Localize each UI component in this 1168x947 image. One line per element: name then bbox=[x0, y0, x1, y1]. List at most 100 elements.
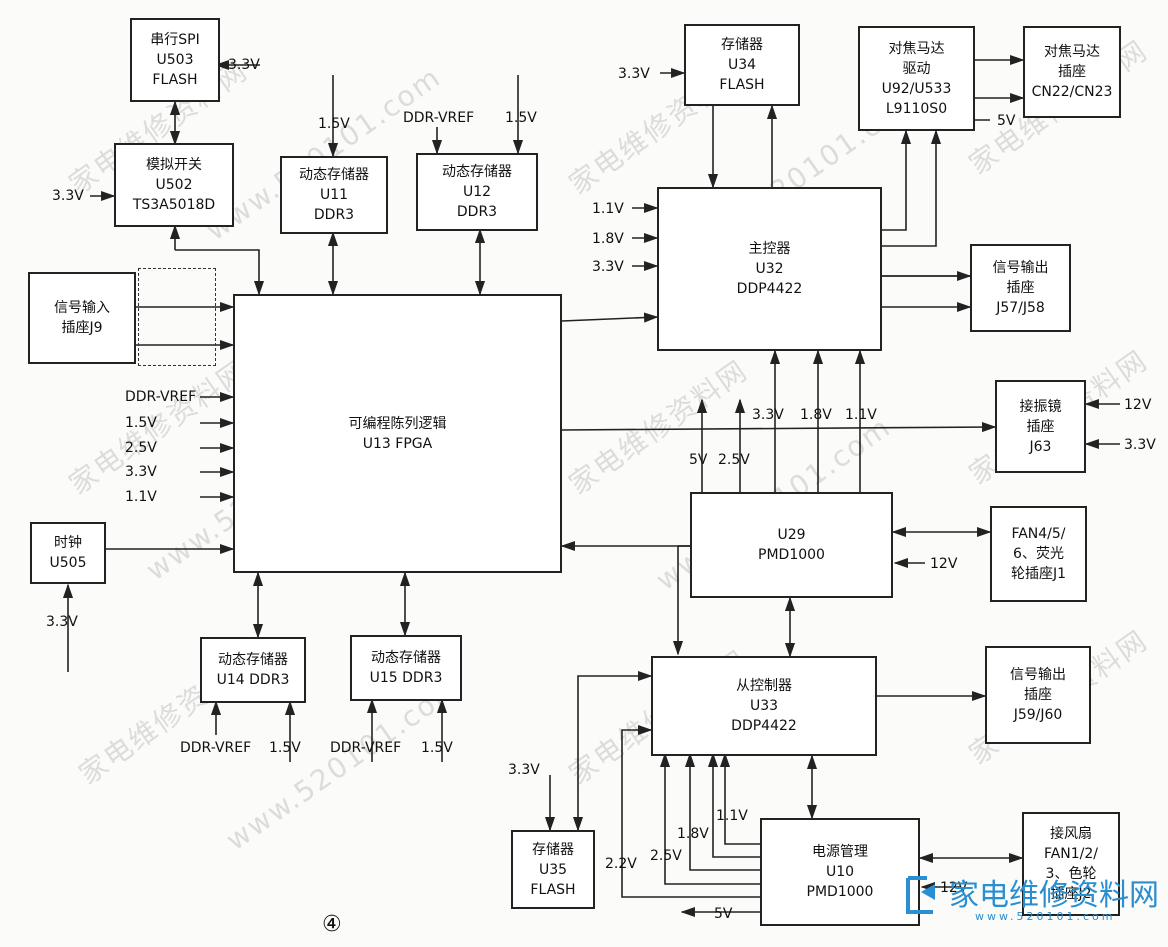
block-line: 存储器 bbox=[532, 841, 574, 858]
block-line: 信号输入 bbox=[54, 300, 110, 316]
voltage-label: DDR-VREF bbox=[180, 740, 252, 756]
voltage-label: 5V bbox=[689, 452, 708, 468]
block-line: CN22/CN23 bbox=[1031, 84, 1113, 100]
block-line: 存储器 bbox=[721, 37, 763, 53]
voltage-label: 3.3V bbox=[752, 407, 784, 423]
block-line: U34 bbox=[727, 57, 757, 73]
block-line: 对焦马达 bbox=[888, 40, 945, 57]
voltage-label: 1.8V bbox=[800, 407, 832, 423]
block-line: 3、色轮 bbox=[1045, 866, 1097, 882]
block-line: U12 bbox=[462, 184, 492, 200]
voltage-label: 1.1V bbox=[592, 201, 624, 217]
block-line: 对焦马达 bbox=[1044, 44, 1100, 60]
block-line: DDR3 bbox=[313, 207, 355, 223]
block-u505-clock: 时钟 U505 bbox=[30, 522, 106, 584]
block-line: 轮插座J1 bbox=[1010, 566, 1067, 582]
j9-dashed-frame bbox=[138, 268, 216, 366]
figure-number: ④ bbox=[322, 912, 342, 937]
voltage-label: 2.2V bbox=[605, 856, 637, 872]
block-line: L9110S0 bbox=[885, 100, 948, 117]
block-line: U32 bbox=[755, 261, 784, 277]
block-line: FAN1/2/ bbox=[1043, 846, 1099, 862]
block-line: U505 bbox=[49, 555, 87, 571]
block-u502-analog-switch: 模拟开关 U502 TS3A5018D bbox=[114, 143, 234, 227]
voltage-label: 1.1V bbox=[125, 489, 157, 505]
voltage-label: 3.3V bbox=[1124, 437, 1156, 453]
block-line: DDR3 bbox=[456, 204, 498, 220]
site-logo: 家电维修资料网 www.520101.com bbox=[905, 866, 1159, 926]
block-line: U35 bbox=[538, 861, 568, 878]
block-j57-signal-output: 信号输出 插座 J57/J58 bbox=[970, 244, 1071, 332]
block-line: DDP4422 bbox=[731, 718, 797, 734]
block-line: 电源管理 bbox=[812, 844, 868, 860]
voltage-label: 2.5V bbox=[125, 440, 157, 456]
voltage-label: 1.5V bbox=[269, 740, 301, 756]
block-u14-ddr3: 动态存储器 U14 DDR3 bbox=[200, 637, 306, 703]
block-line: 接振镜 bbox=[1019, 398, 1062, 415]
voltage-label: 3.3V bbox=[46, 614, 78, 630]
voltage-label: 2.5V bbox=[650, 848, 682, 864]
block-u13-fpga: 可编程陈列逻辑 U13 FPGA bbox=[233, 294, 562, 573]
block-line: 信号输出 bbox=[1010, 667, 1066, 683]
voltage-label: 3.3V bbox=[592, 259, 624, 275]
voltage-label: 3.3V bbox=[52, 188, 84, 204]
block-line: U13 FPGA bbox=[362, 435, 433, 452]
voltage-label: 3.3V bbox=[228, 57, 260, 73]
block-line: FAN4/5/ bbox=[1011, 526, 1066, 542]
voltage-label: 1.5V bbox=[125, 415, 157, 431]
block-j9-signal-input: 信号输入 插座J9 bbox=[28, 272, 136, 364]
voltage-label: 12V bbox=[940, 880, 968, 896]
block-line: 模拟开关 bbox=[146, 157, 202, 173]
block-line: 信号输出 bbox=[992, 260, 1049, 276]
block-line: J57/J58 bbox=[996, 300, 1045, 316]
voltage-label: 1.1V bbox=[845, 407, 877, 423]
block-line: U33 bbox=[749, 698, 779, 714]
block-j63-galvo-socket: 接振镜 插座 J63 bbox=[995, 380, 1086, 473]
voltage-label: DDR-VREF bbox=[403, 110, 475, 126]
block-line: 插座 bbox=[1026, 418, 1055, 435]
block-j59-signal-output: 信号输出 插座 J59/J60 bbox=[985, 646, 1091, 744]
voltage-label: 2.5V bbox=[718, 452, 750, 468]
block-line: 插座 bbox=[1058, 64, 1086, 80]
voltage-label: 3.3V bbox=[125, 464, 157, 480]
block-line: 6、荧光 bbox=[1013, 546, 1064, 562]
voltage-label: 3.3V bbox=[508, 762, 540, 778]
block-line: 插座 bbox=[1006, 280, 1035, 296]
block-j2-fan-socket: 接风扇 FAN1/2/ 3、色轮 插座J2 bbox=[1022, 812, 1120, 916]
block-line: 插座 bbox=[1024, 687, 1052, 703]
block-line: PMD1000 bbox=[806, 884, 874, 900]
logo-text: 家电维修资料网 bbox=[949, 878, 1159, 913]
voltage-label: 1.8V bbox=[592, 231, 624, 247]
block-line: 时钟 bbox=[54, 535, 82, 551]
block-line: U15 DDR3 bbox=[369, 670, 443, 686]
block-line: 动态存储器 bbox=[371, 650, 441, 666]
block-u12-ddr3: 动态存储器 U12 DDR3 bbox=[416, 153, 538, 231]
voltage-label: 12V bbox=[930, 556, 958, 572]
block-u35-flash: 存储器 U35 FLASH bbox=[511, 830, 595, 909]
block-j1-fan-socket: FAN4/5/ 6、荧光 轮插座J1 bbox=[990, 506, 1087, 602]
block-u92-motor-driver: 对焦马达 驱动 U92/U533 L9110S0 bbox=[858, 26, 975, 131]
block-line: FLASH bbox=[719, 77, 765, 93]
block-line: U11 bbox=[319, 187, 349, 203]
block-line: 接风扇 bbox=[1050, 826, 1092, 842]
block-line: 主控器 bbox=[748, 241, 791, 257]
voltage-label: 12V bbox=[1124, 397, 1152, 413]
block-line: TS3A5018D bbox=[132, 197, 216, 213]
block-u34-flash: 存储器 U34 FLASH bbox=[684, 24, 800, 106]
block-line: U29 bbox=[777, 527, 806, 543]
block-line: 串行SPI bbox=[150, 32, 200, 48]
block-u15-ddr3: 动态存储器 U15 DDR3 bbox=[350, 635, 462, 701]
block-line: 从控制器 bbox=[736, 678, 792, 694]
voltage-label: 1.5V bbox=[318, 116, 350, 132]
block-u33-slave-controller: 从控制器 U33 DDP4422 bbox=[651, 656, 877, 756]
voltage-label: 1.8V bbox=[677, 826, 709, 842]
block-line: 驱动 bbox=[902, 60, 931, 77]
voltage-label: DDR-VREF bbox=[330, 740, 402, 756]
block-line: 动态存储器 bbox=[442, 164, 512, 180]
block-line: J59/J60 bbox=[1013, 707, 1063, 723]
block-line: 动态存储器 bbox=[299, 167, 369, 183]
block-u11-ddr3: 动态存储器 U11 DDR3 bbox=[280, 156, 388, 234]
block-u503-spi-flash: 串行SPI U503 FLASH bbox=[130, 18, 220, 102]
block-cn22-motor-socket: 对焦马达 插座 CN22/CN23 bbox=[1023, 26, 1121, 118]
